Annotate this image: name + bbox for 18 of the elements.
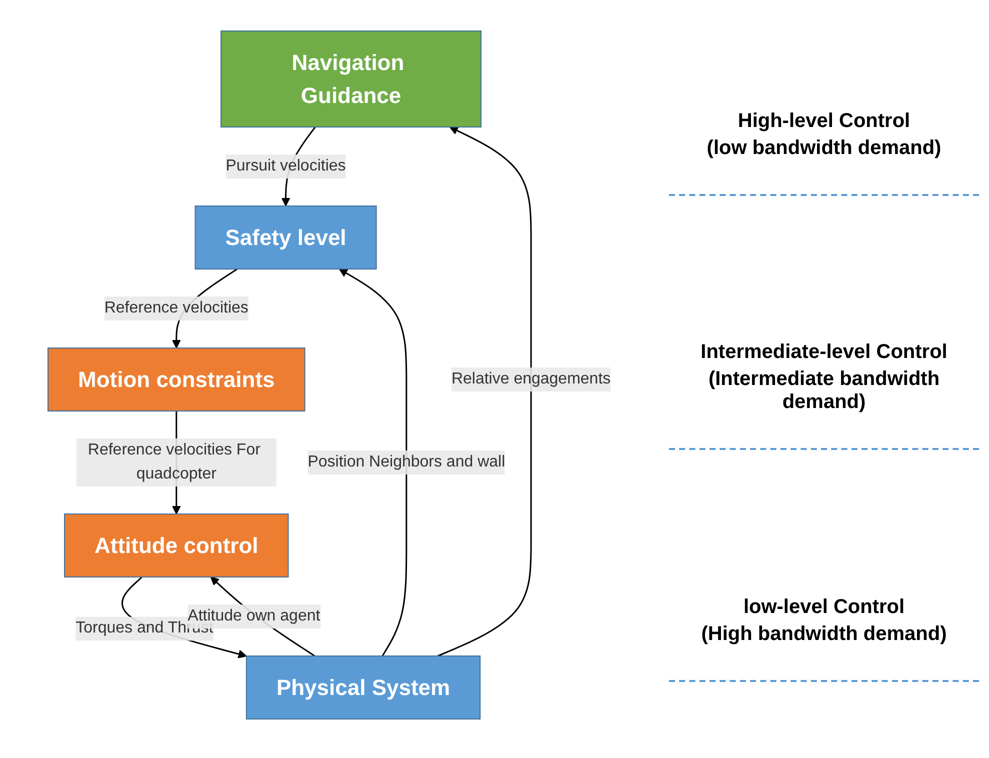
node-box: Physical System: [246, 656, 481, 720]
edge-label: Reference velocities: [104, 300, 249, 316]
level-label: (High bandwidth demand): [700, 623, 948, 646]
edge-label: Relative engagements: [452, 370, 611, 388]
node-box: Attitude control: [64, 514, 289, 578]
arrow: [339, 268, 408, 656]
edge-label: Reference velocities For quadcopter: [88, 442, 261, 482]
level-label: (low bandwidth demand): [706, 136, 942, 160]
node-box: Safety level: [194, 206, 377, 270]
node-box: Navigation Guidance: [220, 30, 482, 128]
level-label: High-level Control: [736, 110, 912, 133]
level-label: low-level Control: [742, 596, 906, 620]
arrow: [438, 126, 532, 657]
edge-label: Pursuit velocities: [226, 158, 346, 174]
node-box: Motion constraints: [48, 348, 306, 412]
level-label: (Intermediate bandwidth demand): [707, 368, 941, 414]
edge-label: Position Neighbors and wall: [308, 454, 506, 470]
level-label: Intermediate-level Control: [700, 341, 948, 364]
